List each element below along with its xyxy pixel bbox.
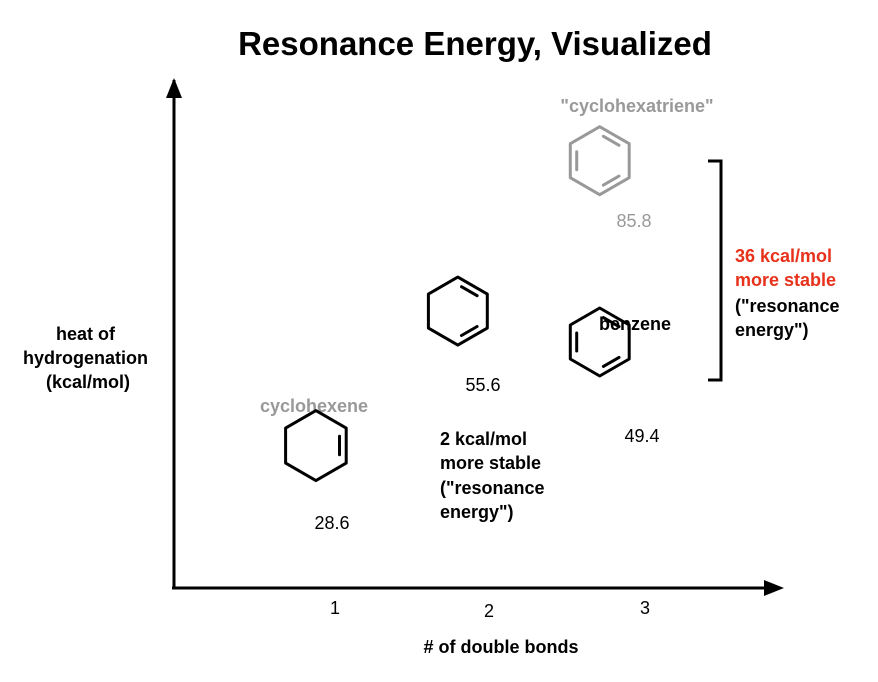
chart-title: Resonance Energy, Visualized [238, 25, 712, 62]
annotation-line: 2 kcal/mol [440, 429, 527, 449]
hexagon-ring [426, 275, 489, 347]
annotation-line: ("resonance [735, 296, 840, 316]
double-bond-line [460, 325, 479, 337]
y-axis-arrow [166, 78, 182, 98]
y-axis-label-line-1: heat of [56, 324, 116, 344]
annotation-benzene-resonance-energy: 36 kcal/mol more stable ("resonance ener… [735, 246, 845, 340]
double-bond-line [601, 355, 621, 368]
molecule-name-label: cyclohexene [260, 396, 368, 416]
y-axis-label-line-3: (kcal/mol) [46, 372, 130, 392]
hexagon-ring [568, 306, 631, 378]
resonance-bracket [708, 159, 723, 382]
double-bond-line [460, 285, 479, 298]
annotation-line: energy") [440, 502, 514, 522]
y-axis-label-line-2: hydrogenation [23, 348, 148, 368]
annotation-line: more stable [440, 453, 541, 473]
x-tick-1: 1 [330, 598, 340, 618]
y-axis-label: heat of hydrogenation (kcal/mol) [23, 324, 153, 392]
molecule-name-label: benzene [599, 314, 671, 334]
x-tick-3: 3 [640, 598, 650, 618]
hexagon-ring [568, 125, 631, 197]
data-label-85-8: 85.8 [616, 211, 651, 231]
annotation-highlight-line: 36 kcal/mol [735, 246, 832, 266]
data-point-benzene: benzene 49.4 [568, 306, 671, 446]
double-bond-line [601, 174, 621, 187]
data-point-cyclohexadiene: 55.6 [426, 275, 501, 395]
cyclohexene-structure [284, 409, 348, 483]
annotation-diene-stabilization: 2 kcal/mol more stable ("resonance energ… [440, 429, 550, 522]
x-axis-arrow [764, 580, 784, 596]
x-axis-label: # of double bonds [424, 637, 579, 657]
double-bond-line [601, 316, 621, 329]
data-point-cyclohexatriene: "cyclohexatriene" 85.8 [560, 96, 713, 231]
data-point-cyclohexene: cyclohexene 28.6 [260, 396, 368, 533]
annotation-highlight-line: more stable [735, 270, 836, 290]
double-bond-line [601, 134, 621, 147]
data-label-28-6: 28.6 [314, 513, 349, 533]
data-label-55-6: 55.6 [465, 375, 500, 395]
annotation-line: energy") [735, 320, 809, 340]
hexagon-ring [284, 409, 348, 483]
benzene-structure [568, 306, 631, 378]
data-label-49-4: 49.4 [624, 426, 659, 446]
molecule-name-label: "cyclohexatriene" [560, 96, 713, 116]
annotation-line: ("resonance [440, 478, 545, 498]
cyclohexadiene-structure [426, 275, 489, 347]
cyclohexatriene-structure [568, 125, 631, 197]
x-tick-2: 2 [484, 601, 494, 621]
